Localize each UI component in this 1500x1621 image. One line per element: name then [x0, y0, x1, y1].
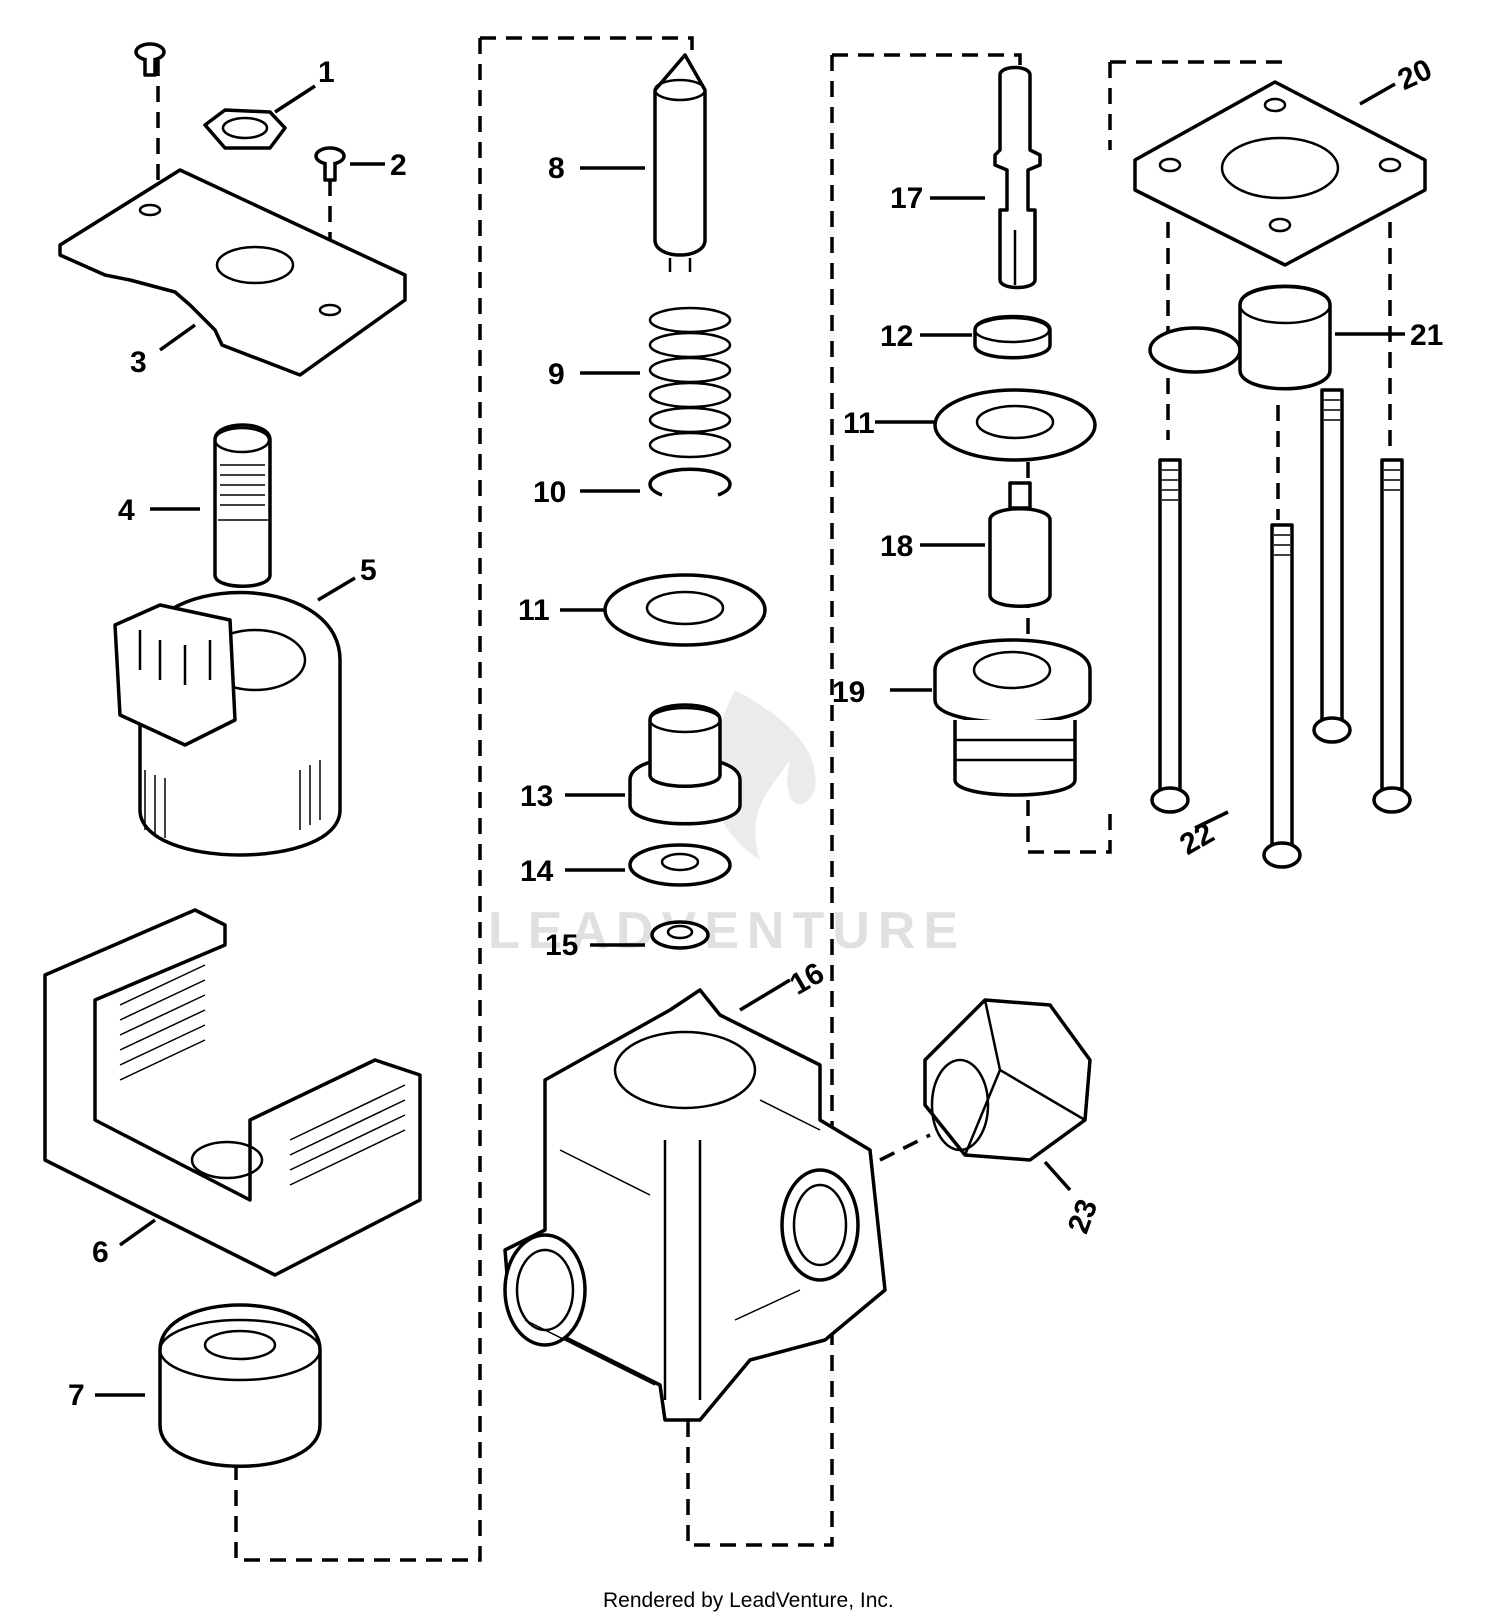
callout-10: 10 — [533, 476, 566, 509]
part-16-valve-body — [503, 988, 887, 1422]
callout-8: 8 — [548, 152, 565, 185]
callout-9: 9 — [548, 358, 565, 391]
part-11-diaphragm-right — [933, 388, 1097, 462]
callout-20: 20 — [1393, 53, 1437, 97]
part-20-flange-plate — [1133, 80, 1427, 267]
part-18-cylinder — [988, 481, 1052, 608]
part-3-plate — [58, 168, 407, 377]
leader-lines — [95, 82, 1405, 1397]
watermark-flame-icon — [711, 690, 816, 860]
part-2-screw — [314, 146, 346, 182]
callout-16: 16 — [784, 956, 829, 1001]
dashed-group-boundaries — [156, 36, 1392, 1562]
callout-11-center: 11 — [518, 594, 550, 627]
part-11-diaphragm-center — [603, 573, 767, 647]
part-13-seat — [628, 703, 742, 826]
callout-21: 21 — [1410, 319, 1443, 352]
part-23-fitting — [923, 998, 1092, 1162]
part-21-gasket-ring — [1148, 284, 1332, 391]
callout-12: 12 — [880, 320, 913, 353]
part-10-clip — [648, 467, 732, 497]
watermark: LEADVENTURE — [488, 690, 966, 960]
part-7-cup — [158, 1303, 322, 1468]
callout-11-right: 11 — [843, 407, 875, 440]
callout-5: 5 — [360, 554, 377, 587]
watermark-text: LEADVENTURE — [488, 902, 966, 960]
callout-18: 18 — [880, 530, 913, 563]
part-4-plunger — [213, 423, 272, 588]
part-12-disc — [973, 314, 1052, 360]
callout-19: 19 — [832, 676, 865, 709]
rendered-by-footer: Rendered by LeadVenture, Inc. — [603, 1589, 894, 1612]
callout-1: 1 — [318, 56, 335, 89]
callout-13: 13 — [520, 780, 553, 813]
callout-17: 17 — [890, 182, 923, 215]
part-6-bracket — [43, 908, 422, 1277]
part-15-ring — [650, 920, 710, 950]
callout-7: 7 — [68, 1379, 85, 1412]
callout-23: 23 — [1062, 1195, 1104, 1238]
part-19-cap — [933, 638, 1092, 797]
part-22-long-bolts — [1150, 388, 1412, 869]
part-17-pin — [993, 65, 1042, 290]
part-9-spring — [648, 306, 732, 459]
part-screw-top-left — [134, 42, 166, 77]
part-8-valve-stem — [653, 53, 707, 272]
callout-15: 15 — [545, 929, 578, 962]
part-1-nut — [203, 108, 287, 150]
part-14-washer — [628, 843, 732, 887]
callout-6: 6 — [92, 1236, 109, 1269]
callout-3: 3 — [130, 346, 147, 379]
callout-22: 22 — [1174, 816, 1219, 861]
part-5-coil — [113, 590, 342, 857]
callout-4: 4 — [118, 494, 135, 527]
callout-2: 2 — [390, 149, 407, 182]
callout-14: 14 — [520, 855, 554, 888]
